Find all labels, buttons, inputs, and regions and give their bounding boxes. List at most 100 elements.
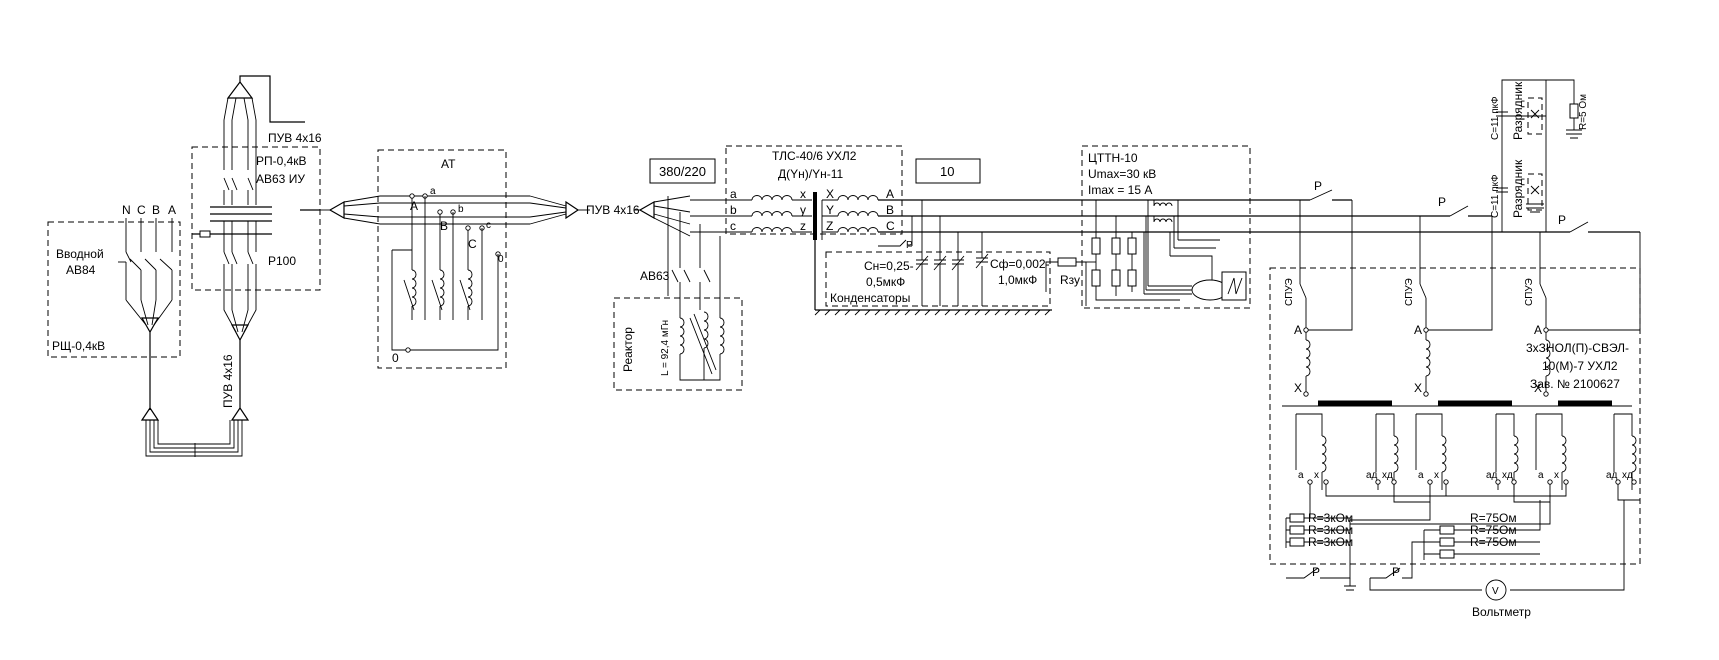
rp-label2: АВ63 ИУ [256,172,305,186]
vt-hv-x2: X [1414,381,1422,395]
r-left-1: R=3кОм [1308,511,1353,525]
bottom-circuit: Р Р V Вольтметр [1286,500,1625,619]
vt-hv-a1: A [1294,323,1302,337]
vt-lv-ad1: aд [1366,470,1378,481]
line-relays: Р Р Р [1309,179,1589,233]
spue-3: СПУЭ [1524,278,1535,306]
r-left-3: R=3кОм [1308,535,1353,549]
cttn-name: ЦТТН-10 [1088,151,1138,165]
relay-p5: Р [1392,565,1400,579]
cap-label: Конденсаторы [830,291,910,305]
c-bottom-label: С=11 пкФ [1490,174,1501,218]
panel-label: РЩ-0,4кВ [52,339,105,353]
at-term-0: 0 [498,254,504,265]
hv-buses [878,199,1640,233]
rp-label3: Р100 [268,254,296,268]
relay-p4: Р [1312,565,1320,579]
kv-box [915,158,981,184]
at-term-b: b [458,204,464,215]
at-term-C: C [468,237,477,251]
vt-lv-xd3: xд [1622,470,1633,481]
cable-top-label: ПУВ 4х16 [268,131,322,145]
vt-lv-x3: x [1554,470,1559,481]
at-to-tls-cable: ПУВ 4х16 [529,195,691,237]
phase-label-n: N [122,203,131,217]
vt-hv-a3: A [1534,323,1542,337]
r-right-1: R=75Ом [1470,511,1517,525]
tls-term-A: A [886,187,894,201]
rp-label1: РП-0,4кВ [256,154,307,168]
spue-2: СПУЭ [1404,278,1415,306]
vt-name2: 10(М)-7 УХЛ2 [1542,359,1618,373]
voltmeter-symbol: V [1492,586,1499,597]
reactor-label: Реактор [621,327,635,372]
at-label: АТ [441,157,456,171]
tls-scheme: Д(Yн)/Yн-11 [778,167,843,181]
capacitors: Р Cн=0,25- 0,5мкФ Cф=0,002- 1,0мкФ Конде… [825,200,1051,307]
vt-lv-x2: x [1434,470,1439,481]
reactor: АВ63 Реактор L = 92,4 мГн [613,196,743,391]
tls-term-b: b [730,203,737,217]
tls-term-y: y [800,203,806,217]
voltage-box-text: 380/220 [659,164,706,179]
r-left-2: R=3кОм [1308,523,1353,537]
vt-lv-x1: x [1314,470,1319,481]
at-neutral: 0 [392,351,399,365]
vt-hv-a2: A [1414,323,1422,337]
r-right-3: R=75Ом [1470,535,1517,549]
cap-cn: Cн=0,25- [864,259,914,273]
c-top-label: С=11 пкФ [1490,96,1501,140]
tls-term-z: z [800,219,806,233]
vt-hv-x3: X [1534,381,1542,395]
vt-lv-a1: a [1298,470,1304,481]
reactor-breaker: АВ63 [640,269,670,283]
rp-to-at-cable [300,195,530,225]
voltage-box [649,158,716,184]
cable-vertical-label: ПУВ 4х16 [221,354,235,408]
tls-term-C: C [886,219,895,233]
phase-label-c: C [137,203,146,217]
rzu-resistor: Rзу [1045,257,1087,306]
at-term-c: c [486,220,491,231]
at-term-A: A [410,199,418,213]
vt-panel: 3хЗНОЛ(П)-СВЭЛ- 10(М)-7 УХЛ2 Зав. № 2100… [1269,200,1641,565]
tls-name: ТЛС-40/6 УХЛ2 [772,149,857,163]
autotransformer: АТ a b c 0 A B C 0 [377,149,507,369]
rp-panel: РП-0,4кВ АВ63 ИУ Р100 ПУВ 4х16 [191,75,321,408]
tls-term-B: B [886,203,894,217]
at-term-B: B [440,219,448,233]
bottom-cable-loop [145,406,250,457]
vt-lv-xd2: xд [1502,470,1513,481]
tls-term-c: c [730,219,736,233]
voltmeter-label: Вольтметр [1472,605,1531,619]
reactor-value: L = 92,4 мГн [660,320,671,376]
cttn-imax: Imax = 15 А [1088,183,1152,197]
r5-label: R=5 Ом [1578,94,1589,130]
cap-cn2: 0,5мкФ [866,275,905,289]
at-term-a: a [430,186,436,197]
voltmeter-icon [1485,579,1507,601]
vt-lv-xd1: xд [1382,470,1393,481]
phase-label-b: B [152,203,160,217]
tls-term-x: x [800,187,806,201]
tls-term-Z: Z [826,219,833,233]
tls-term-Y: Y [826,203,834,217]
spue-1: СПУЭ [1284,278,1295,306]
relay-p1: Р [1314,179,1322,193]
arrester-label-top: Разрядник [1511,81,1525,140]
tls-transformer: ТЛС-40/6 УХЛ2 Д(Yн)/Yн-11 a b c x y z X … [690,145,903,240]
r-right-2: R=75Ом [1470,523,1517,537]
cap-cf2: 1,0мкФ [998,273,1037,287]
kv-box-text: 10 [940,164,954,179]
relay-p2: Р [1438,195,1446,209]
vt-lv-ad3: aд [1606,470,1618,481]
phase-label-a: A [168,203,176,217]
vt-serial: Зав. № 2100627 [1530,377,1620,391]
vt-lv-a2: a [1418,470,1424,481]
cttn: ЦТТН-10 Umax=30 кВ Imax = 15 А [1081,145,1251,309]
arrester-label-bottom: Разрядник [1511,159,1525,218]
ground-line [814,240,1052,316]
